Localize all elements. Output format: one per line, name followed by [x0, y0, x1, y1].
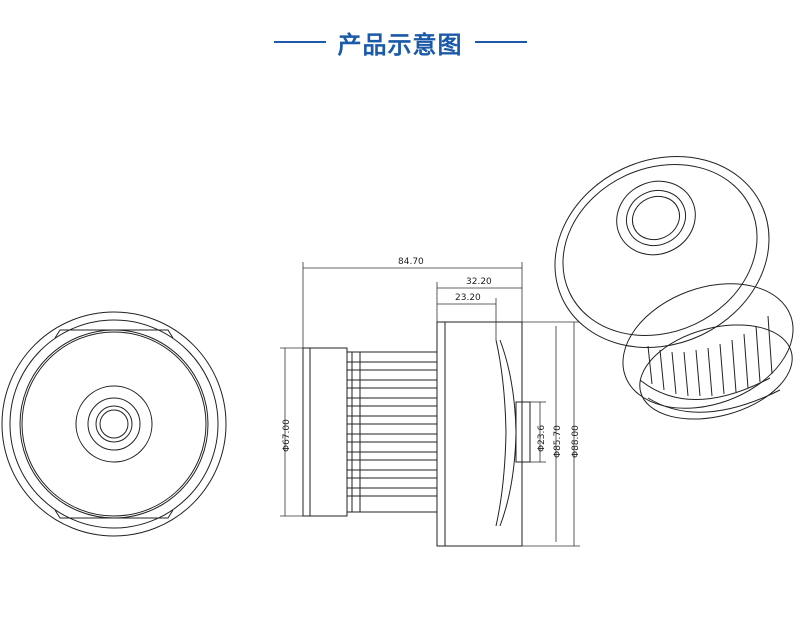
front-view — [1, 311, 227, 537]
page-title: 产品示意图 — [337, 30, 463, 59]
dim-length-b: 32.20 — [466, 277, 492, 287]
title-bar: 产品示意图 — [0, 22, 800, 62]
isometric-view — [554, 156, 794, 420]
dim-outer-diameter: Φ88.00 — [571, 425, 581, 458]
isometric-gear-teeth — [647, 315, 773, 397]
title-right-rule — [474, 41, 527, 43]
dim-outer-mid-diameter: Φ85.70 — [553, 425, 563, 458]
dim-overall-length: 84.70 — [398, 257, 424, 267]
dim-gear-diameter: Φ67.00 — [282, 419, 292, 452]
dim-bore-diameter: Φ23.6 — [537, 425, 547, 452]
side-view — [302, 321, 531, 547]
title-left-rule — [273, 41, 326, 43]
dim-length-c: 23.20 — [455, 293, 481, 303]
dimension-lines — [280, 262, 580, 547]
gear-teeth — [347, 352, 437, 512]
